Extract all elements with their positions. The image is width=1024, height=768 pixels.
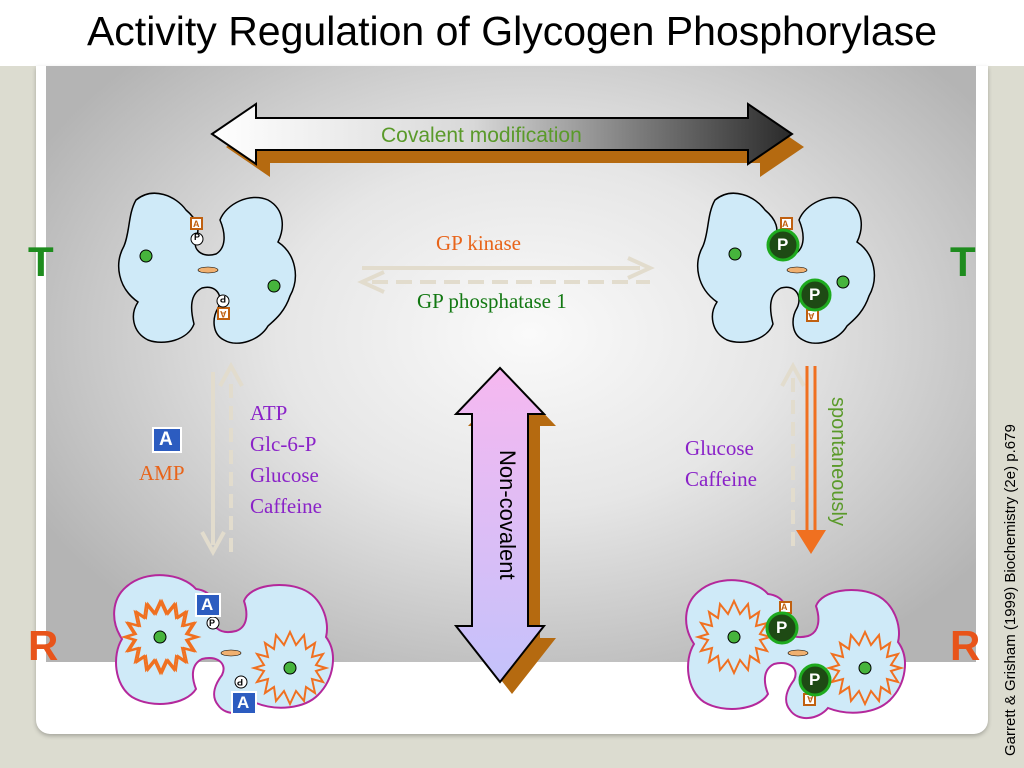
r-state-right-label: R xyxy=(950,622,981,669)
p-label: P xyxy=(237,677,244,687)
inhibitor-item: Caffeine xyxy=(250,494,322,518)
right-conversion-arrows xyxy=(780,361,826,554)
left-conversion-arrows xyxy=(200,361,244,557)
enzyme-t-phosphorylated xyxy=(696,192,876,344)
t-state-right-label: T xyxy=(950,238,976,285)
amp-label: AMP xyxy=(139,461,185,485)
a-label: A xyxy=(193,219,200,229)
gp-kinase-label: GP kinase xyxy=(436,231,521,255)
phospho-group-icon xyxy=(766,228,832,312)
a-label: A xyxy=(220,309,227,319)
noncovalent-arrow xyxy=(453,366,556,694)
binding-site-burst xyxy=(123,600,327,705)
slide-title: Activity Regulation of Glycogen Phosphor… xyxy=(86,8,938,54)
enzyme-r-amp-bound xyxy=(113,574,334,715)
amp-legend-icon xyxy=(152,427,182,453)
a-label: A xyxy=(807,694,814,704)
covalent-modification-label: Covalent modification xyxy=(381,124,582,147)
amp-box-label: A xyxy=(237,693,250,712)
right-inhibitor-list: Glucose Caffeine xyxy=(685,433,757,495)
phospho-p-label: P xyxy=(776,618,788,637)
amp-box-icon xyxy=(195,593,257,715)
covalent-modification-arrow xyxy=(210,102,804,177)
kinase-phosphatase-arrows xyxy=(357,256,655,294)
p-label: P xyxy=(209,618,216,628)
phospho-p-label: P xyxy=(809,670,821,689)
a-label: A xyxy=(781,602,788,612)
noncovalent-label: Non-covalent xyxy=(495,450,520,580)
inhibitor-item: Glucose xyxy=(250,463,319,487)
inhibitor-item: Glucose xyxy=(685,436,754,460)
phospho-group-icon xyxy=(765,611,832,697)
a-label: A xyxy=(808,311,815,321)
inhibitor-item: ATP xyxy=(250,401,288,425)
enzyme-r-phosphorylated xyxy=(685,579,906,720)
amp-legend-label: A xyxy=(159,429,173,450)
left-inhibitor-list: ATP Glc-6-P Glucose Caffeine xyxy=(250,398,322,522)
phospho-p-label: P xyxy=(809,285,821,304)
gp-phosphatase-label: GP phosphatase 1 xyxy=(417,289,567,313)
enzyme-t-unphosphorylated xyxy=(117,192,297,344)
inhibitor-item: Caffeine xyxy=(685,467,757,491)
p-label: P xyxy=(220,294,227,304)
amp-box-label: A xyxy=(201,595,214,614)
t-state-left-label: T xyxy=(28,238,54,285)
binding-site-burst xyxy=(697,600,902,705)
inhibitor-item: Glc-6-P xyxy=(250,432,317,456)
spontaneously-label: spontaneously xyxy=(827,397,849,526)
citation-label: Garrett & Grisham (1999) Biochemistry (2… xyxy=(1002,424,1019,756)
p-label: P xyxy=(194,232,201,242)
phospho-p-label: P xyxy=(777,235,789,254)
a-label: A xyxy=(782,219,789,229)
r-state-left-label: R xyxy=(28,622,59,669)
